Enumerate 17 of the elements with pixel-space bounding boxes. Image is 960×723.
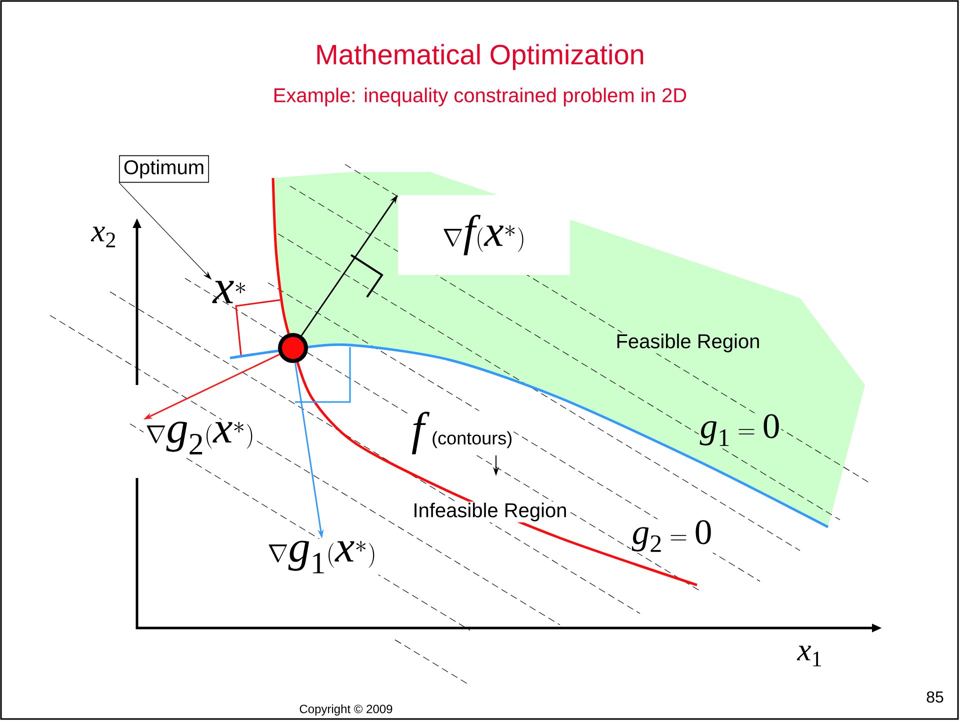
subtitle: Example: inequality constrained problem in 2D [274,88,686,106]
point-label: $x^*$ [212,280,246,304]
gradient-label: $\nabla f(x^*)$ [398,195,570,275]
gradient-label: $\nabla g_1(x^*)$ [266,538,378,576]
gradient-label: $\nabla g_2(x^*)$ [144,420,256,456]
constraint-label: $g_2 = 0$ [630,519,714,553]
axis-label: $x_2$ [90,226,118,248]
region-label: Infeasible Region [412,502,568,522]
constraint-label: $g_1 = 0$ [698,413,782,447]
title: Mathematical Optimization [317,44,644,70]
page-number: 85 [926,691,944,703]
callout-box: Optimum [119,155,209,183]
contour-label: $f$ (contours) [410,410,514,456]
region-label: Feasible Region [614,332,762,354]
copyright-text: Copyright © 2009 [300,704,392,716]
axis-label: $x_1$ [796,644,824,668]
optimum-point [278,333,308,363]
